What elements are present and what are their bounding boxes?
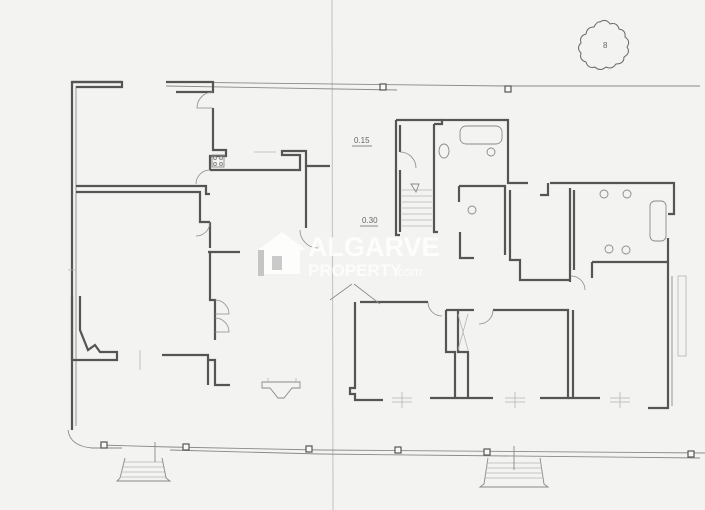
level-annotations: 0.15 0.30 [352, 136, 378, 227]
level-label-upper: 0.15 [354, 136, 370, 145]
watermark-suffix: .com [394, 264, 422, 279]
watermark-line1: ALGARVE [308, 232, 440, 262]
central-core-walls [394, 118, 676, 410]
level-label-lower: 0.30 [362, 216, 378, 225]
window-marks [68, 269, 630, 408]
entrance-steps [115, 442, 550, 488]
fireplace-symbol [261, 378, 301, 399]
south-bedroom-walls [329, 275, 600, 402]
house-icon [258, 232, 306, 276]
south-terrace [67, 83, 705, 459]
left-wing-walls [70, 80, 700, 430]
left-wing-doors [195, 91, 319, 333]
tree-label: 8 [603, 41, 608, 50]
kitchen-fixtures [211, 151, 276, 168]
staircase [399, 151, 432, 227]
watermark: ALGARVE PROPERTY .com [258, 232, 440, 280]
watermark-line2: PROPERTY [308, 261, 402, 280]
paper-fold-line [331, 0, 334, 510]
bathroom-fixtures [438, 125, 687, 357]
tree-symbol: 8 [578, 19, 630, 70]
